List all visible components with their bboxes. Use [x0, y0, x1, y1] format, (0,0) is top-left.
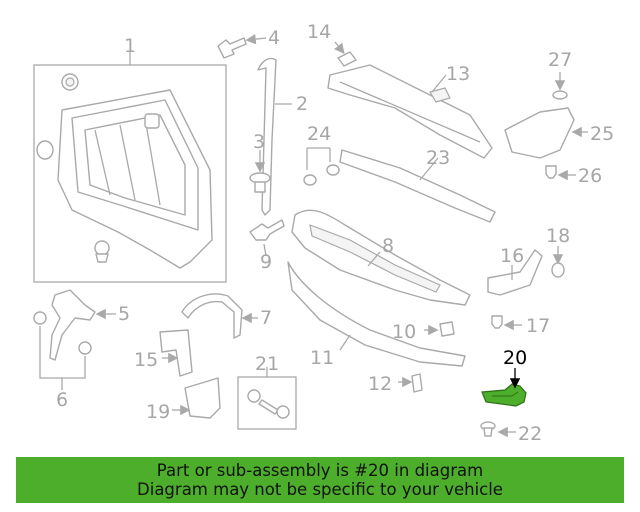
part-10-clip [424, 321, 455, 337]
callout-15: 15 [134, 349, 158, 371]
callout-19: 19 [146, 401, 170, 423]
callout-14: 14 [307, 21, 331, 43]
callout-10: 10 [392, 321, 416, 343]
part-7-seal [181, 293, 258, 339]
part-2-seal [257, 57, 292, 216]
part-26-bolt [545, 165, 576, 181]
banner-line-2: Diagram may not be specific to your vehi… [137, 480, 503, 499]
callout-5: 5 [118, 303, 130, 325]
callout-13: 13 [446, 63, 470, 85]
part-8-absorber [291, 209, 471, 306]
callout-labels: 1 2 3 4 5 6 7 8 9 10 11 12 13 14 15 16 1… [56, 21, 614, 445]
callout-21: 21 [255, 353, 279, 375]
part-14-clip [334, 41, 357, 67]
part-9-bolt [249, 219, 285, 257]
part-6-bolts [33, 311, 92, 390]
info-banner: Part or sub-assembly is #20 in diagram D… [16, 457, 624, 503]
part-19-bracket [172, 377, 221, 419]
banner-line-1: Part or sub-assembly is #20 in diagram [156, 461, 484, 480]
part-12-clip [398, 373, 423, 393]
callout-4: 4 [268, 27, 280, 49]
callout-12: 12 [368, 373, 392, 395]
callout-18: 18 [546, 225, 570, 247]
callout-26: 26 [578, 165, 602, 187]
part-27-nut [552, 72, 568, 100]
callout-20: 20 [503, 347, 527, 369]
part-11-lower-bar [287, 261, 466, 367]
callout-24: 24 [307, 123, 331, 145]
part-20-highlighted-bracket [481, 368, 527, 407]
part-15-bracket [159, 329, 193, 377]
callout-22: 22 [518, 423, 542, 445]
callout-2: 2 [296, 93, 308, 115]
part-23-bar [339, 149, 496, 223]
callout-8: 8 [382, 235, 394, 257]
part-17-bolt [491, 315, 522, 331]
part-5-bracket [49, 289, 116, 361]
part-13-upper-bar [327, 64, 493, 159]
callout-27: 27 [548, 49, 572, 71]
part-24-clips [303, 147, 340, 186]
part-3-clip [249, 150, 271, 193]
part-22-bolt [480, 421, 516, 438]
callout-9: 9 [260, 251, 272, 273]
part-18-nut [551, 246, 565, 278]
callout-23: 23 [426, 147, 450, 169]
callout-7: 7 [260, 307, 272, 329]
callout-25: 25 [590, 123, 614, 145]
callout-17: 17 [526, 315, 550, 337]
part-21-kit [237, 367, 297, 430]
callout-1: 1 [124, 35, 136, 57]
part-4-bolt [217, 33, 267, 59]
callout-16: 16 [500, 245, 524, 267]
callout-6: 6 [56, 389, 68, 411]
part-1-radiator-support [33, 52, 227, 283]
callout-11: 11 [310, 347, 334, 369]
part-25-bracket [504, 107, 588, 159]
part-16-bracket [487, 249, 543, 296]
callout-3: 3 [253, 131, 265, 153]
